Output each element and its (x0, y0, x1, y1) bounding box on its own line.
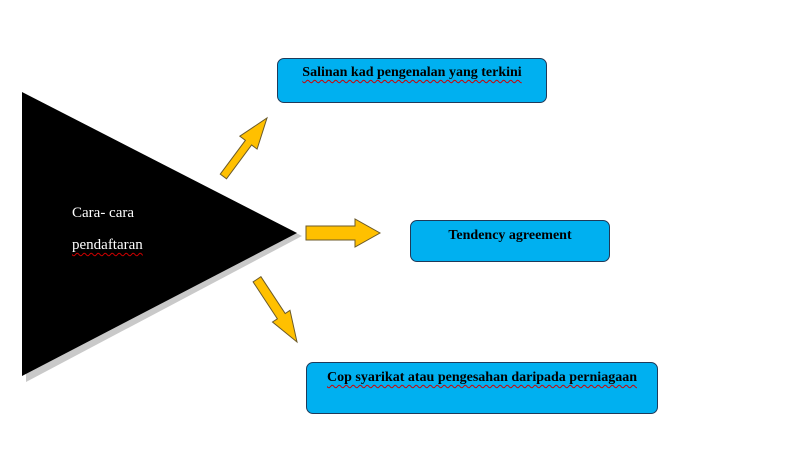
arrow-down-right-icon (252, 276, 298, 344)
source-label-line-2: pendaftaran (72, 238, 143, 253)
target-box-id-copy: Salinan kad pengenalan yang terkini (277, 58, 547, 103)
target-label-tendency-agreement: Tendency agreement (448, 228, 572, 243)
source-label-line-1: Cara- cara (72, 206, 134, 221)
arrow-up-right-icon (219, 116, 268, 180)
arrow-right-icon (305, 218, 382, 248)
source-label-text-1: Cara- cara (72, 205, 135, 221)
target-label-company-stamp: Cop syarikat atau pengesahan daripada pe… (326, 370, 637, 385)
target-box-company-stamp: Cop syarikat atau pengesahan daripada pe… (306, 362, 658, 414)
target-label-id-copy: Salinan kad pengenalan yang terkini (302, 65, 522, 80)
target-box-tendency-agreement: Tendency agreement (410, 220, 610, 262)
source-label-text-2: pendaftaran (72, 237, 143, 253)
source-triangle (22, 92, 297, 376)
